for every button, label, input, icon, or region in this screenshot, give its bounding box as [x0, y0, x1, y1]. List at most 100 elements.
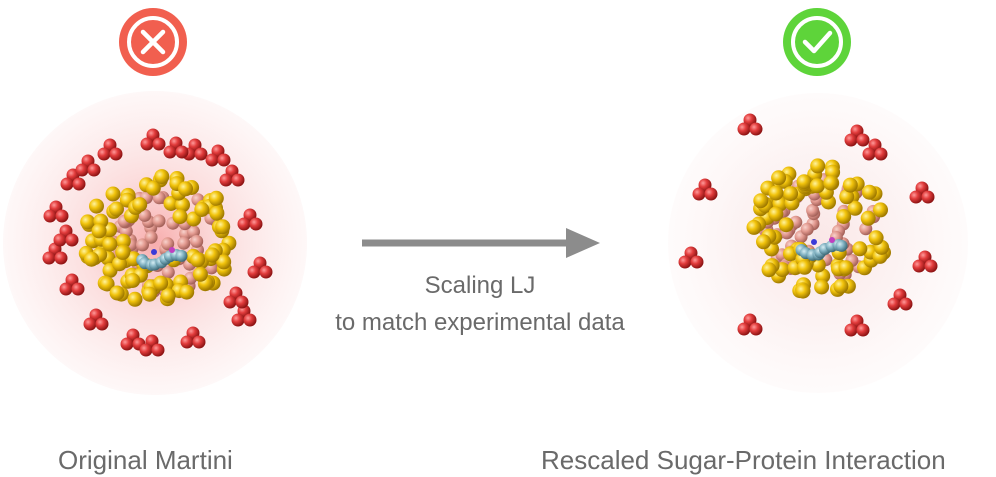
protein-shell-bead: [836, 209, 852, 224]
sugar-bead: [55, 209, 69, 223]
sugar-molecule: [678, 246, 704, 269]
checkmark-icon: [783, 8, 851, 76]
protein-shell-bead: [127, 291, 143, 307]
sugar-molecule: [909, 181, 935, 204]
protein-shell-bead: [163, 196, 179, 211]
protein-shell-bead: [154, 169, 170, 185]
protein-shell-bead: [768, 185, 784, 201]
protein-core-bead: [152, 214, 166, 228]
protein-shell-bead: [839, 189, 855, 205]
sugar-bead: [237, 217, 251, 231]
sugar-bead: [72, 177, 86, 191]
sugar-bead: [678, 255, 692, 269]
arrow-label-line2: to match experimental data: [335, 309, 625, 336]
sugar-bead: [844, 133, 858, 147]
protein-shell-bead: [194, 202, 210, 217]
left-panel: [3, 8, 307, 395]
protein-core-bead: [161, 237, 175, 251]
sugar-bead: [59, 282, 73, 296]
sugar-bead: [231, 313, 245, 327]
sugar-molecule: [887, 288, 913, 311]
sugar-bead: [42, 251, 56, 265]
sugar-bead: [749, 322, 763, 336]
protein-shell-bead: [208, 190, 224, 206]
left-sugar-cluster: [42, 128, 273, 357]
sugar-bead: [899, 297, 913, 311]
sugar-bead: [139, 343, 153, 357]
protein-core-bead: [161, 265, 175, 279]
protein-shell-bead: [192, 266, 208, 282]
sugar-molecule: [97, 138, 123, 161]
sugar-bead: [53, 233, 67, 247]
sugar-bead: [95, 317, 109, 331]
protein-shell-bead: [153, 275, 169, 291]
protein-shell-bead: [860, 210, 876, 226]
protein-shell-bead: [125, 273, 141, 288]
sugar-bead: [60, 177, 74, 191]
sugar-molecule: [237, 208, 263, 231]
right-protein: [746, 158, 891, 299]
protein-shell-bead: [823, 175, 839, 191]
protein-shell-bead: [746, 219, 762, 235]
protein-core-bead: [177, 236, 191, 250]
ligand-bead: [175, 249, 188, 262]
protein-shell-bead: [115, 233, 131, 249]
right-interaction-glow: [668, 93, 968, 393]
sugar-molecule: [120, 328, 146, 351]
sugar-bead: [690, 255, 704, 269]
sugar-bead: [163, 145, 177, 159]
sugar-bead: [223, 295, 237, 309]
protein-shell-bead: [873, 202, 888, 218]
protein-shell-bead: [132, 197, 148, 213]
sugar-molecule: [83, 308, 109, 331]
sugar-bead: [887, 297, 901, 311]
protein-shell-bead: [105, 186, 121, 202]
protein-shell-bead: [756, 234, 771, 250]
sugar-bead: [909, 190, 923, 204]
sugar-molecule: [163, 136, 189, 159]
sugar-bead: [737, 322, 751, 336]
sugar-bead: [54, 251, 68, 265]
right-panel: [668, 8, 968, 393]
ligand-accent-bead: [811, 239, 817, 245]
protein-shell-bead: [861, 184, 877, 200]
sugar-bead: [75, 163, 89, 177]
protein-shell-bead: [115, 244, 131, 260]
sugar-molecule: [219, 164, 245, 187]
left-protein: [78, 169, 237, 307]
protein-shell-bead: [768, 206, 784, 222]
sugar-bead: [912, 259, 926, 273]
sugar-bead: [217, 153, 231, 167]
sugar-bead: [180, 335, 194, 349]
sugar-bead: [65, 233, 79, 247]
sugar-bead: [856, 323, 870, 337]
sugar-molecule: [912, 250, 938, 273]
protein-shell-bead: [102, 236, 118, 252]
protein-shell-bead: [209, 205, 225, 221]
sugar-molecule: [53, 224, 79, 247]
sugar-bead: [704, 187, 718, 201]
sugar-molecule: [737, 313, 763, 336]
protein-shell-bead: [797, 259, 813, 275]
sugar-bead: [924, 259, 938, 273]
protein-shell-bead: [761, 262, 777, 278]
protein-core-bead: [136, 238, 149, 252]
protein-core-bead: [190, 234, 204, 248]
sugar-molecule: [247, 256, 273, 279]
protein-shell-bead: [852, 241, 868, 257]
protein-shell-bead: [783, 186, 799, 202]
protein-core-bead: [800, 222, 814, 236]
protein-core-bead: [806, 203, 820, 217]
protein-shell-bead: [753, 193, 769, 209]
sugar-bead: [249, 217, 263, 231]
protein-shell-bead: [810, 158, 826, 174]
sugar-molecule: [59, 273, 85, 296]
sugar-bead: [856, 133, 870, 147]
sugar-bead: [120, 337, 134, 351]
protein-shell-bead: [160, 288, 176, 304]
sugar-molecule: [60, 168, 86, 191]
protein-shell-bead: [84, 251, 99, 267]
protein-shell-bead: [868, 230, 884, 246]
sugar-bead: [87, 163, 101, 177]
sugar-bead: [151, 343, 165, 357]
